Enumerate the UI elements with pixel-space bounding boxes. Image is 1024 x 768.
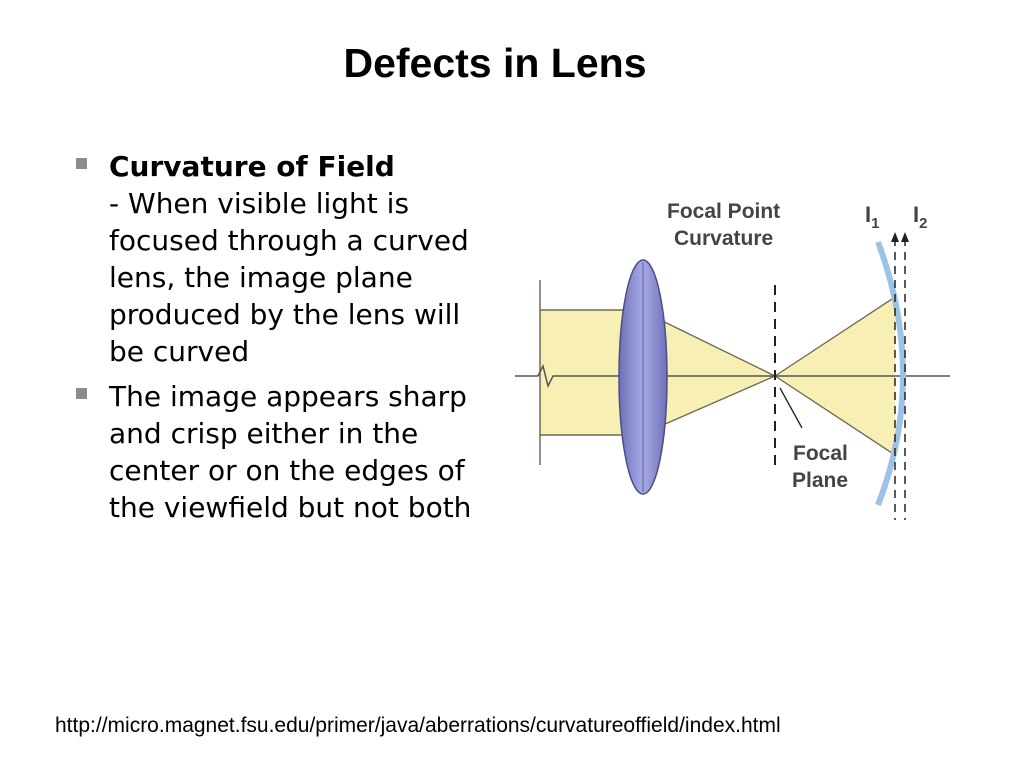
slide-title: Defects in Lens: [343, 40, 647, 86]
label-curvature: Curvature: [674, 227, 773, 250]
arrow-i1-icon: [891, 232, 899, 242]
label-focal: Focal: [793, 442, 848, 465]
bullet-list: Curvature of Field - When visible light …: [72, 148, 482, 534]
converging-cone: [640, 310, 775, 435]
source-url: http://micro.magnet.fsu.edu/primer/java/…: [55, 714, 781, 737]
square-bullet-icon: [76, 388, 87, 399]
curved-image-plane: [875, 240, 906, 507]
label-focal-point: Focal Point: [667, 200, 780, 223]
diverging-lower-ray: [774, 375, 896, 456]
bullet-text: - When visible light is focused through …: [109, 187, 469, 368]
bullet-item-image: The image appears sharp and crisp either…: [72, 378, 482, 526]
arrow-i2-icon: [901, 232, 909, 242]
label-i2: I2: [913, 202, 927, 232]
label-i1: I1: [865, 202, 879, 232]
diagram-svg: Focal Point Curvature I1 I2 Focal Plane: [515, 200, 950, 520]
bullet-heading: Curvature of Field: [109, 150, 395, 183]
curvature-of-field-diagram: Focal Point Curvature I1 I2 Focal Plane: [510, 190, 960, 530]
label-plane: Plane: [792, 469, 848, 492]
focal-plane-pointer: [779, 387, 803, 429]
bullet-text: The image appears sharp and crisp either…: [109, 380, 472, 524]
diverging-upper-ray: [774, 296, 896, 377]
bullet-item-curvature: Curvature of Field - When visible light …: [72, 148, 482, 370]
square-bullet-icon: [76, 158, 87, 169]
